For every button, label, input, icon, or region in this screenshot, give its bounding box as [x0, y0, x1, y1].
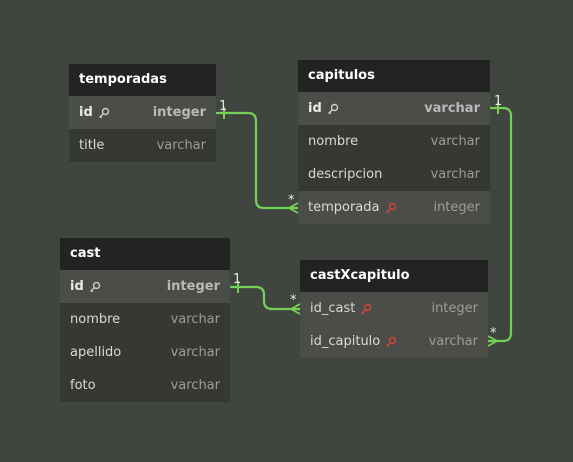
column-name: id_cast	[310, 301, 356, 316]
column-row[interactable]: id_capitulo varchar	[300, 325, 488, 358]
cardinality-label: 1	[494, 94, 503, 109]
column-row[interactable]: nombre varchar	[298, 125, 490, 158]
column-row[interactable]: title varchar	[69, 129, 216, 162]
column-name: nombre	[308, 134, 359, 149]
table-header-capitulos: capitulos	[298, 60, 490, 92]
column-name: id	[79, 105, 93, 120]
column-row[interactable]: id integer	[60, 270, 230, 303]
relationship-line[interactable]	[216, 111, 298, 210]
column-name: nombre	[70, 312, 121, 327]
column-type: integer	[166, 279, 220, 294]
column-row[interactable]: foto varchar	[60, 369, 230, 402]
foreign-key-icon	[360, 303, 372, 315]
column-type: varchar	[430, 134, 480, 149]
column-type: varchar	[430, 167, 480, 182]
column-name: foto	[70, 378, 96, 393]
column-row[interactable]: id_cast integer	[300, 292, 488, 325]
column-row[interactable]: descripcion varchar	[298, 158, 490, 191]
column-name: id	[308, 101, 322, 116]
column-type: varchar	[156, 138, 206, 153]
column-name: apellido	[70, 345, 122, 360]
column-type: integer	[152, 105, 206, 120]
primary-key-icon	[98, 107, 110, 119]
table-cast[interactable]: cast id integer nombre varchar apellido …	[60, 238, 230, 402]
column-type: integer	[431, 301, 478, 316]
column-type: varchar	[170, 345, 220, 360]
column-row[interactable]: id varchar	[298, 92, 490, 125]
cardinality-label: 1	[219, 99, 228, 114]
table-castXcapitulo[interactable]: castXcapitulo id_cast integer id_capitul…	[300, 260, 488, 358]
table-header-temporadas: temporadas	[69, 64, 216, 96]
column-row[interactable]: apellido varchar	[60, 336, 230, 369]
column-row[interactable]: nombre varchar	[60, 303, 230, 336]
column-type: varchar	[428, 334, 478, 349]
cardinality-label: *	[490, 326, 497, 341]
foreign-key-icon	[385, 336, 397, 348]
column-name: title	[79, 138, 105, 153]
table-temporadas[interactable]: temporadas id integer title varchar	[69, 64, 216, 162]
column-type: integer	[433, 200, 480, 215]
column-type: varchar	[170, 378, 220, 393]
column-row[interactable]: temporada integer	[298, 191, 490, 224]
column-name: descripcion	[308, 167, 383, 182]
relationship-line[interactable]	[488, 106, 513, 343]
table-header-castXcapitulo: castXcapitulo	[300, 260, 488, 292]
cardinality-label: 1	[233, 272, 242, 287]
cardinality-label: *	[288, 193, 295, 208]
column-name: id_capitulo	[310, 334, 381, 349]
table-header-cast: cast	[60, 238, 230, 270]
column-name: id	[70, 279, 84, 294]
primary-key-icon	[327, 103, 339, 115]
table-capitulos[interactable]: capitulos id varchar nombre varchar desc…	[298, 60, 490, 224]
column-type: varchar	[424, 101, 480, 116]
column-row[interactable]: id integer	[69, 96, 216, 129]
cardinality-label: *	[290, 293, 297, 308]
column-name: temporada	[308, 200, 380, 215]
column-type: varchar	[170, 312, 220, 327]
foreign-key-icon	[385, 202, 397, 214]
primary-key-icon	[89, 281, 101, 293]
